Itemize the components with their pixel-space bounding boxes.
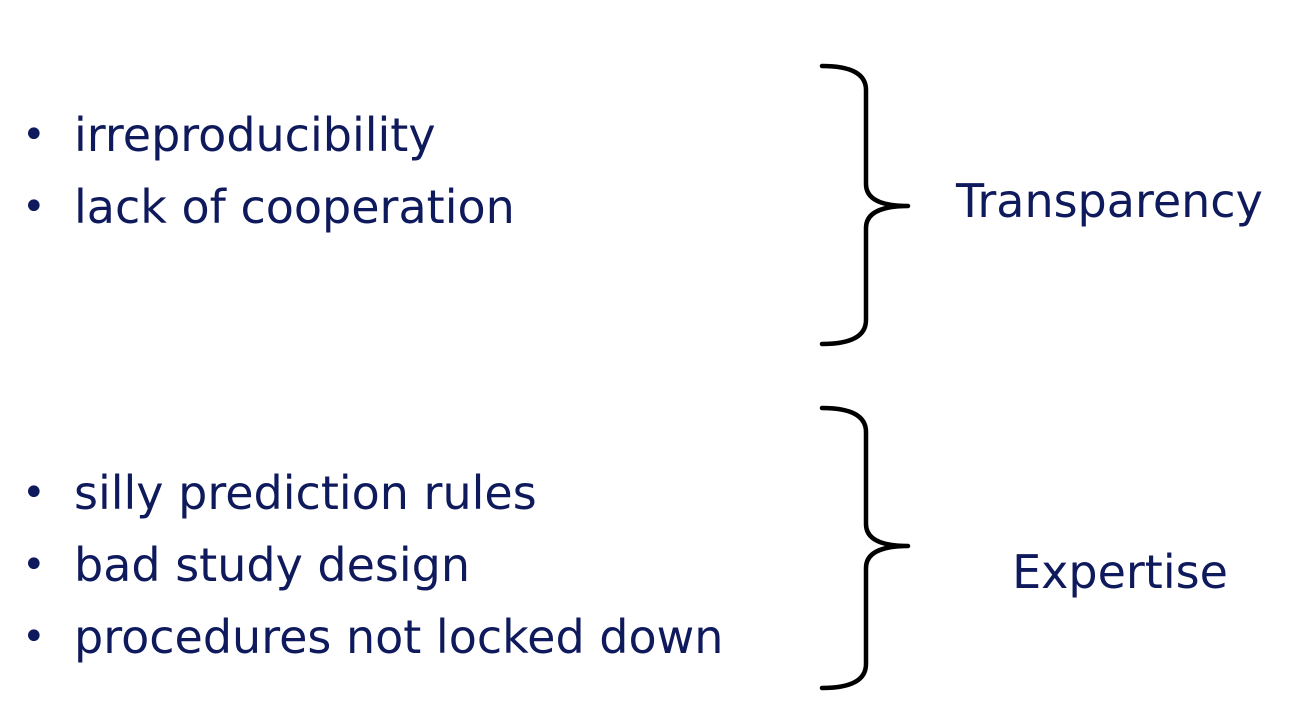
curly-brace-expertise [819,405,911,691]
group-label-transparency: Transparency [956,174,1263,228]
list-item: lack of cooperation [22,171,515,243]
curly-brace-transparency [819,63,911,347]
list-item: silly prediction rules [22,457,723,529]
bullet-list-expertise: silly prediction rules bad study design … [22,457,723,673]
bullet-list-transparency: irreproducibility lack of cooperation [22,99,515,243]
group-label-expertise: Expertise [1012,545,1228,599]
list-item: procedures not locked down [22,601,723,673]
list-item: irreproducibility [22,99,515,171]
list-item: bad study design [22,529,723,601]
